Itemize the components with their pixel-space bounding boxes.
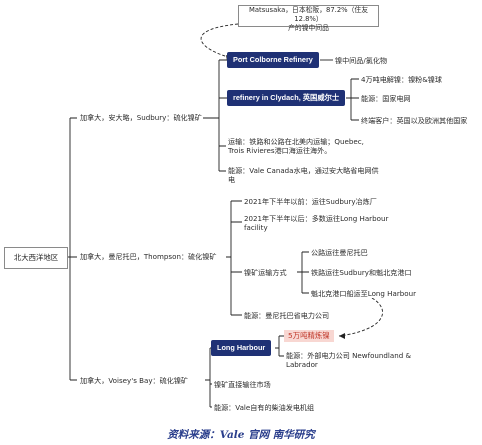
voiseys-connector: [205, 347, 212, 408]
sudbury-label: 加拿大，安大略，Sudbury：硫化镍矿: [79, 113, 203, 122]
clydach-connector: [346, 78, 359, 121]
transport-rail: 铁路运往Sudbury和魁北克港口: [310, 268, 413, 277]
transport-road: 公路运往曼尼托巴: [310, 248, 369, 257]
clydach-detail-energy: 能源：国家电网: [360, 94, 412, 103]
thompson-label: 加拿大，曼尼托巴，Thompson：硫化镍矿: [79, 252, 218, 261]
sudbury-connector: [200, 59, 228, 172]
long-harbour-energy-line1: 能源：外部电力公司 Newfoundland &: [286, 351, 412, 360]
long-harbour-connector: [275, 335, 284, 357]
root-connector: [66, 117, 77, 381]
long-harbour-node: Long Harbour: [211, 340, 272, 356]
transport-connector: [297, 251, 309, 294]
long-harbour-energy: 能源：外部电力公司 Newfoundland & Labrador: [285, 351, 413, 369]
long-harbour-energy-line2: Labrador: [286, 360, 318, 369]
thompson-before-2021: 2021年下半年以前：运往Sudbury冶炼厂: [243, 197, 378, 206]
matsusaka-flow-arrow: [200, 23, 239, 59]
voiseys-label: 加拿大，Voisey's Bay：硫化镍矿: [79, 376, 190, 385]
sudbury-transport-line1: 运输：铁路和公路在北美内运输；Quebec,: [228, 137, 364, 146]
thompson-after-line2: facility: [244, 223, 268, 232]
arrowhead: [339, 333, 345, 339]
thompson-transport-label: 镍矿运输方式: [243, 268, 288, 277]
sudbury-energy: 能源：Vale Canada水电，通过安大略省电网供 电: [227, 166, 380, 184]
voiseys-direct-market: 镍矿直接输往市场: [213, 380, 272, 389]
clydach-detail-product: 4万吨电解镍：镍粉&镍球: [360, 75, 443, 84]
sudbury-energy-line2: 电: [228, 175, 236, 184]
thompson-after-2021: 2021年下半年以后：多数运往Long Harbour facility: [243, 214, 390, 232]
clydach-node: refinery in Clydach, 英国威尔士: [227, 90, 346, 106]
sudbury-transport-line2: Trois Rivieres港口海运往海外。: [228, 146, 332, 155]
matsusaka-note-line2: 产的镍中间品: [288, 24, 329, 32]
sudbury-energy-line1: 能源：Vale Canada水电，通过安大略省电网供: [228, 166, 379, 175]
voiseys-energy: 能源：Vale自有的柴油发电机组: [213, 403, 316, 412]
clydach-detail-customers: 终端客户：英国以及欧洲其他国家: [360, 116, 469, 125]
root-node: 北大西洋地区: [4, 247, 68, 269]
long-harbour-capacity-badge: 5万吨精炼镍: [284, 330, 334, 342]
matsusaka-note-line1: Matsusaka，日本松阪，87.2%（住友12.8%）: [249, 6, 368, 23]
thompson-after-line1: 2021年下半年以后：多数运往Long Harbour: [244, 214, 389, 223]
transport-ship: 魁北克港口船运至Long Harbour: [310, 289, 418, 298]
long-harbour-flow-arrow: [338, 297, 383, 337]
thompson-connector: [226, 200, 242, 316]
thompson-energy: 能源：曼尼托巴省电力公司: [243, 311, 331, 320]
sudbury-transport: 运输：铁路和公路在北美内运输；Quebec, Trois Rivieres港口海…: [227, 137, 365, 155]
port-colborne-detail: 镍中间品/氯化物: [334, 56, 389, 65]
port-colborne-node: Port Colborne Refinery: [227, 52, 319, 68]
matsusaka-note: Matsusaka，日本松阪，87.2%（住友12.8%） 产的镍中间品: [238, 5, 379, 32]
source-caption: 资料来源：Vale 官网 南华研究: [167, 429, 315, 441]
